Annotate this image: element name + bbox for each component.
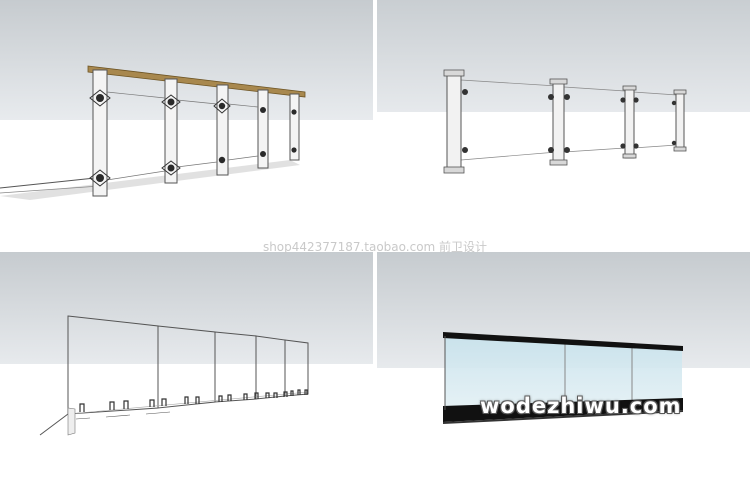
panel-post-clamp-railing [377,0,750,248]
brand-watermark: wodezhiwu.com [480,394,682,418]
panel-spigot-glass-railing [0,252,373,500]
panel-wood-handrail-railing [0,0,373,248]
shop-watermark: shop442377187.taobao.com 前卫设计 [262,240,488,254]
post-clamp-render [377,0,750,248]
grid-divider-horizontal [0,248,750,252]
black-frame-render [377,252,750,500]
spigot-glass-render [0,252,373,500]
wood-handrail-render [0,0,373,248]
panel-black-frame-railing [377,252,750,500]
